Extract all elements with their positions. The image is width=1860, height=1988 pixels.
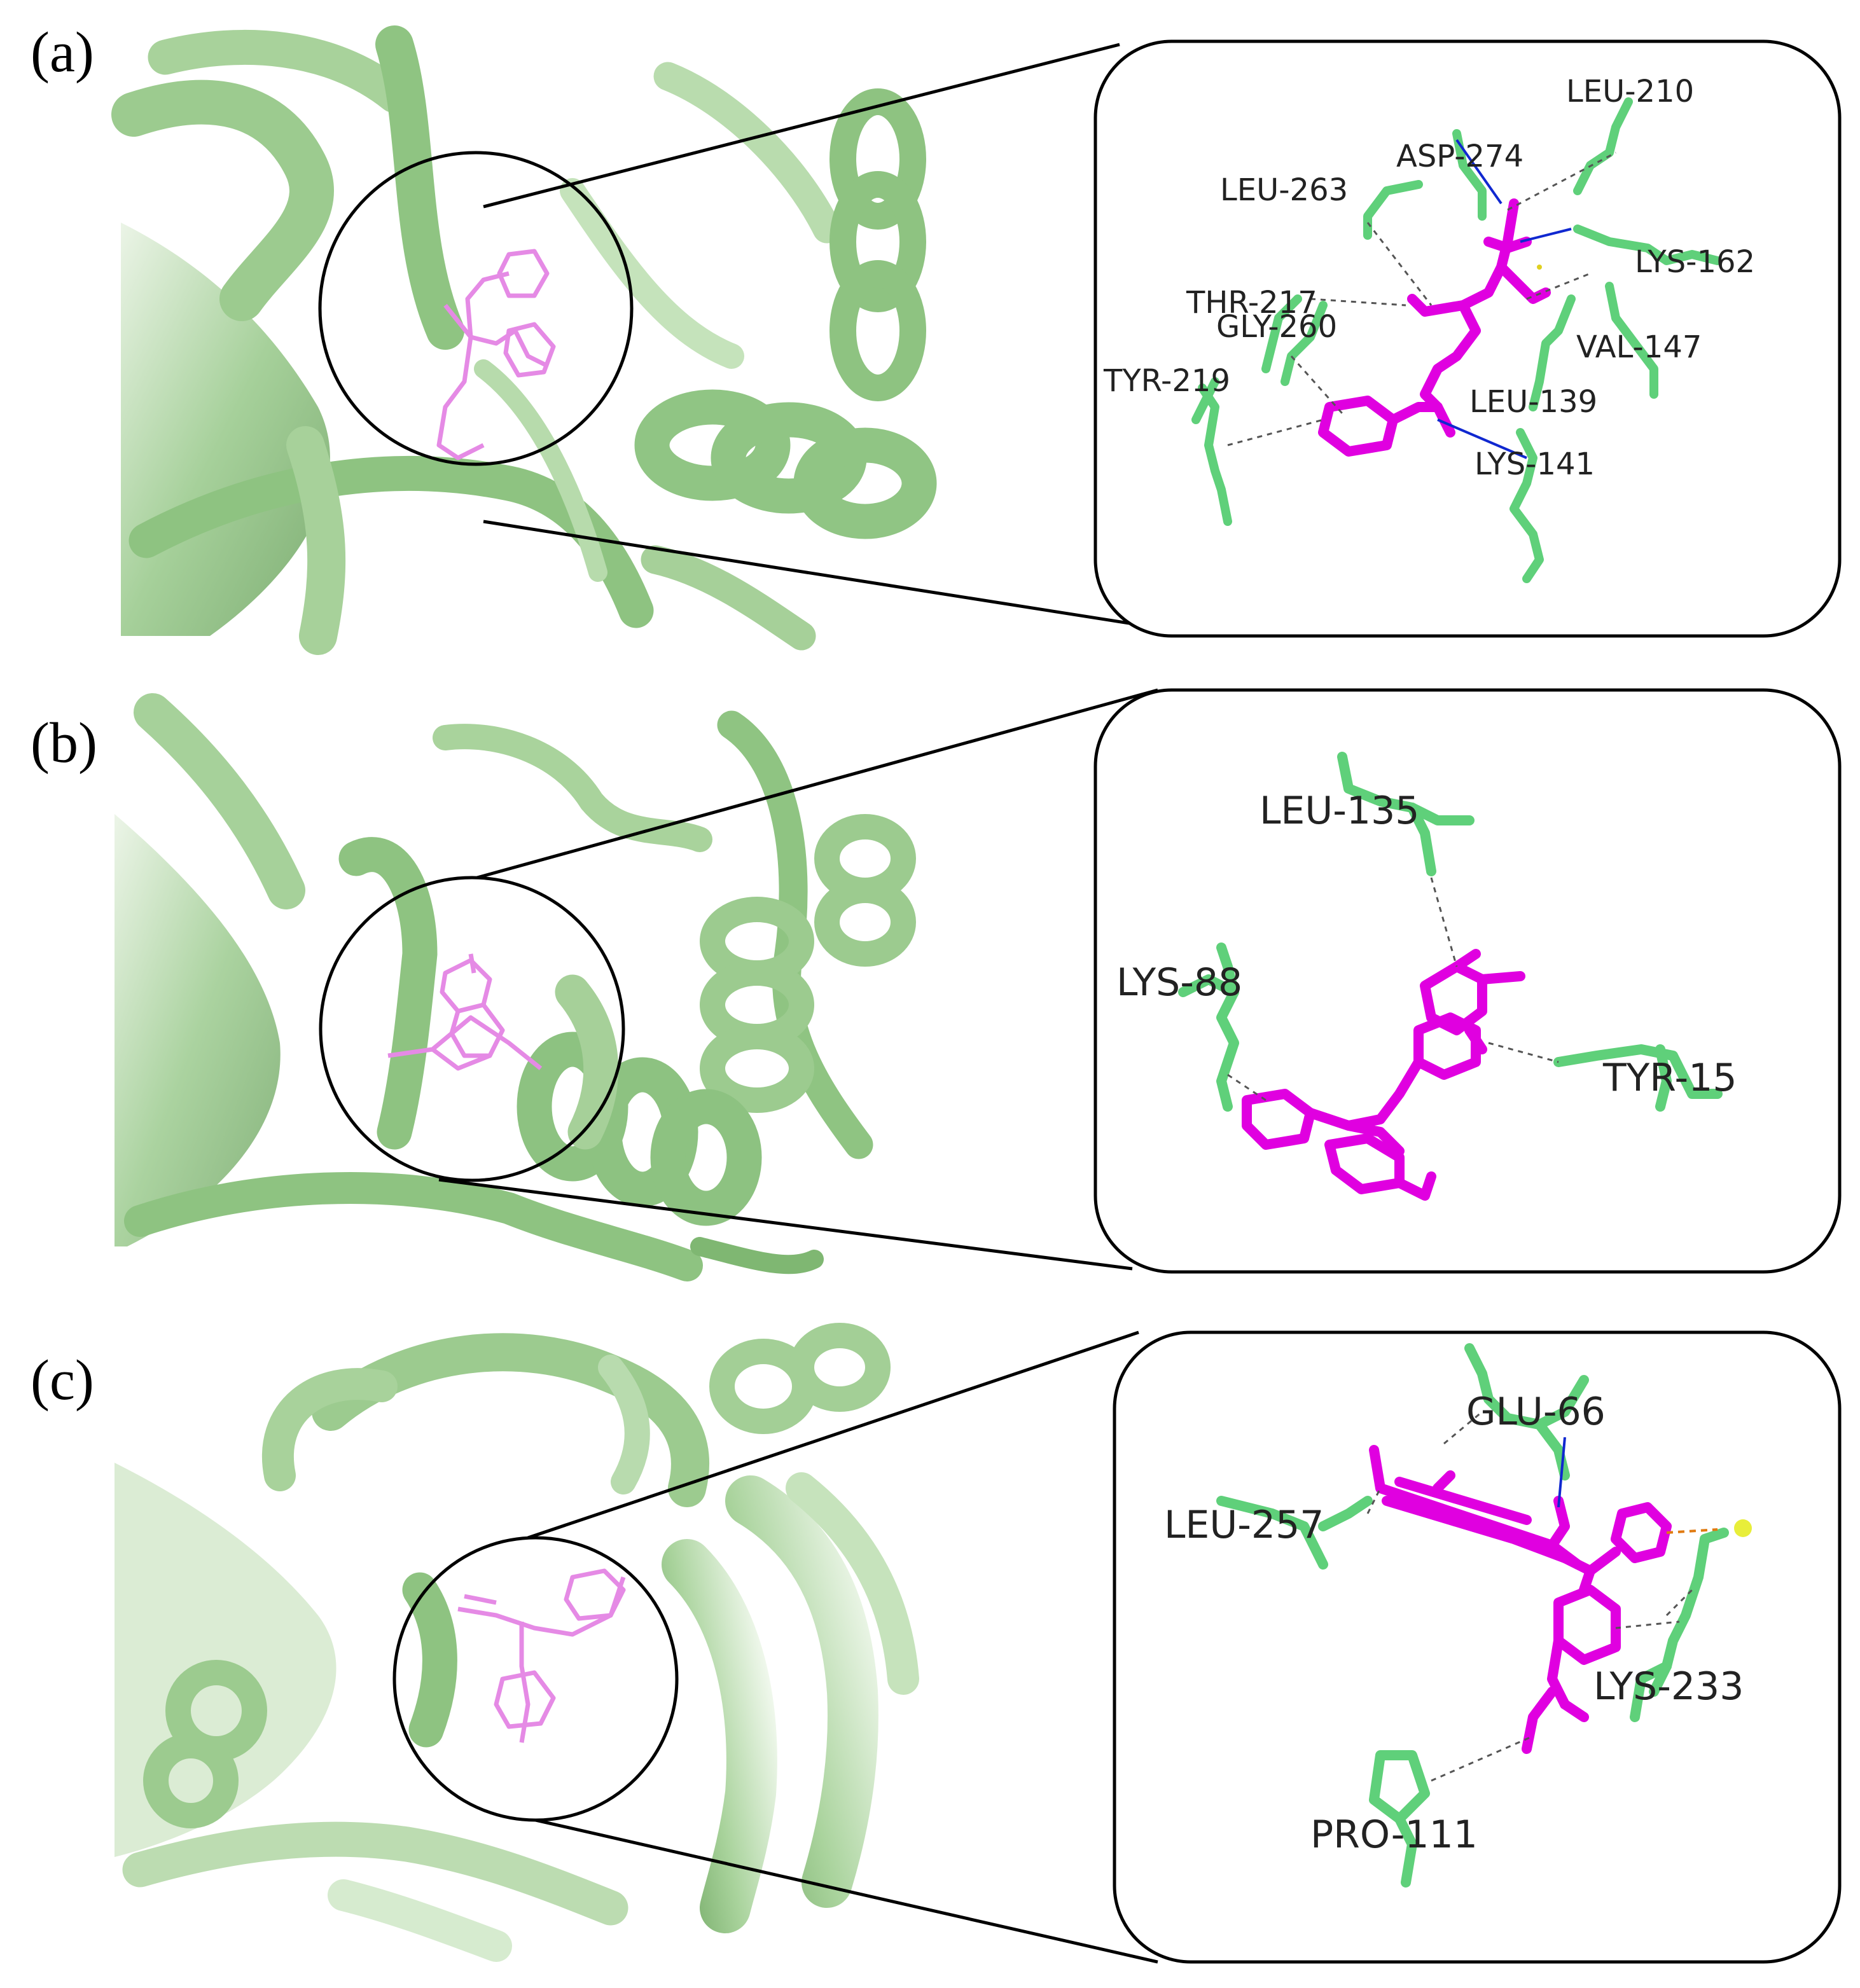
zoom-box-c [1113,1330,1842,1964]
ligand-detail-a [1318,198,1551,457]
ligand-overview-c [457,1568,626,1743]
residue-label-glu66: GLU-66 [1466,1390,1606,1434]
panel-label-c: (c) [31,1349,94,1412]
residue-sticks-a [1191,97,1722,583]
panel-c: (c) [31,1323,1842,1964]
zoom-connectors-c [527,1330,1158,1964]
zoom-circle-a [318,151,634,466]
contacts-b [1227,877,1559,1101]
residue-label-tyr15: TYR-15 [1602,1056,1737,1100]
interaction-detail-c: GLU-66 LEU-257 LYS-233 PRO-111 [1164,1343,1752,1888]
interaction-detail-a: LEU-210 ASP-274 LEU-263 LYS-162 THR-217 … [1103,74,1755,583]
residue-label-tyr219: TYR-219 [1103,363,1230,399]
contacts-c [1366,1411,1693,1782]
zoom-connectors-b [438,688,1158,1271]
ligand-detail-c [1369,1445,1672,1754]
residue-label-leu139: LEU-139 [1469,384,1597,420]
residue-sticks-b [1178,752,1723,1112]
residue-label-leu210: LEU-210 [1566,74,1694,109]
halogen-atom [1734,1519,1752,1537]
ligand-detail-b [1242,949,1525,1201]
residue-label-val147: VAL-147 [1576,329,1702,365]
protein-cartoon-b [115,693,916,1281]
panel-b: (b) [31,688,1842,1281]
residue-label-gly260: GLY-260 [1216,309,1337,345]
residue-label-lys233: LYS-233 [1593,1664,1744,1709]
halogen-bond-c [1666,1528,1718,1534]
panel-label-a: (a) [31,21,94,84]
residue-label-leu135: LEU-135 [1260,789,1419,833]
residue-label-asp274: ASP-274 [1396,139,1523,174]
residue-label-thr217: THR-217 [1186,285,1317,321]
protein-cartoon-a [111,19,937,655]
interaction-detail-b: LEU-135 LYS-88 TYR-15 [1116,752,1737,1201]
residue-label-lys141: LYS-141 [1475,446,1595,482]
residue-label-lys162: LYS-162 [1635,244,1755,280]
residue-label-leu257: LEU-257 [1164,1503,1324,1547]
panel-label-b: (b) [31,712,97,775]
protein-cartoon-c [115,1323,919,1962]
zoom-connectors-a [483,43,1190,635]
zoom-circle-b [319,876,625,1182]
ligand-overview-a [436,249,556,460]
contacts-a [1227,151,1616,446]
residue-label-pro111: PRO-111 [1310,1812,1478,1857]
hbonds-a [1437,139,1572,459]
panel-a: (a) [31,19,1842,655]
zoom-box-b [1093,688,1842,1274]
residue-label-lys88: LYS-88 [1116,960,1242,1005]
residue-label-leu263: LEU-263 [1220,172,1348,208]
ligand-overview-b [387,953,543,1071]
hbonds-c [1557,1437,1566,1508]
